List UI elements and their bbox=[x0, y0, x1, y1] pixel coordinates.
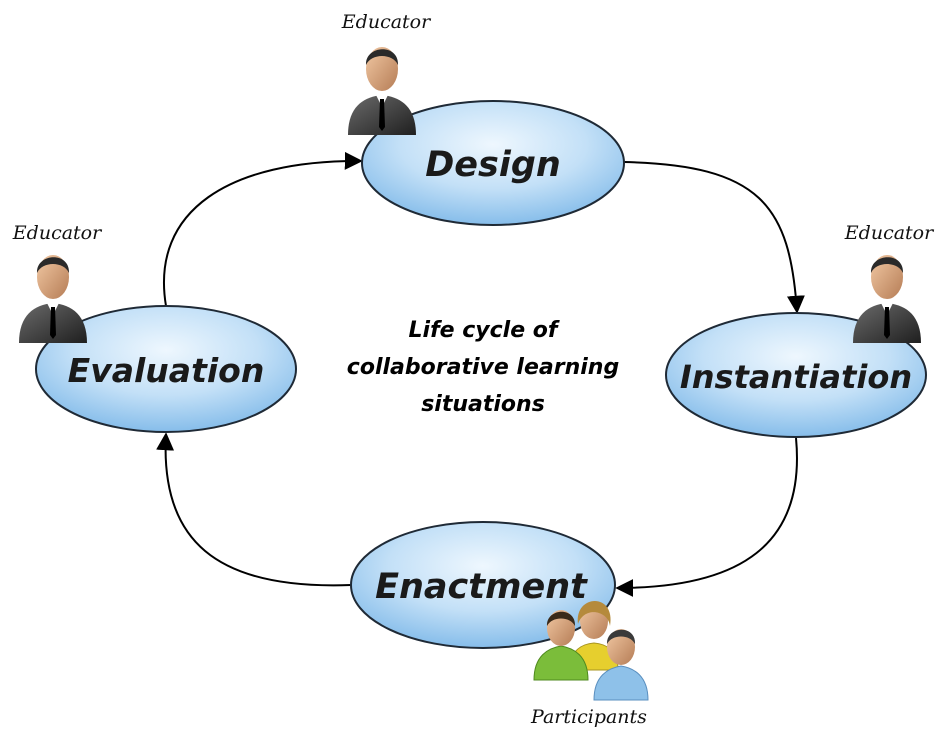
evaluation-role-label: Educator bbox=[12, 222, 103, 244]
evaluation-label: Evaluation bbox=[68, 351, 265, 390]
instantiation-role-label: Educator bbox=[844, 222, 935, 244]
center-title-line1: Life cycle of bbox=[409, 318, 560, 343]
arrow-evaluation-to-design bbox=[163, 151, 363, 307]
arrow-enactment-to-evaluation bbox=[156, 432, 352, 587]
enactment-role-label: Participants bbox=[530, 706, 647, 728]
arrow-instantiation-to-enactment bbox=[615, 437, 798, 597]
educator-icon bbox=[853, 255, 921, 343]
stage-design: Design bbox=[361, 100, 625, 226]
center-title-line2: collaborative learning bbox=[347, 355, 619, 380]
stage-enactment: Enactment bbox=[350, 521, 616, 649]
enactment-label: Enactment bbox=[375, 567, 588, 607]
design-role-label: Educator bbox=[341, 11, 432, 33]
educator-icon bbox=[348, 47, 416, 135]
arrow-design-to-instantiation bbox=[623, 161, 805, 314]
instantiation-ellipse bbox=[665, 312, 927, 438]
cycle-arrows bbox=[156, 151, 805, 597]
design-ellipse bbox=[361, 100, 625, 226]
center-title-line3: situations bbox=[421, 392, 545, 417]
participants-icon bbox=[533, 601, 649, 701]
instantiation-label: Instantiation bbox=[680, 358, 912, 396]
center-title: Life cycle of collaborative learning sit… bbox=[347, 318, 619, 417]
evaluation-ellipse bbox=[35, 305, 297, 433]
enactment-ellipse bbox=[350, 521, 616, 649]
design-label: Design bbox=[425, 145, 561, 185]
stage-evaluation: Evaluation bbox=[35, 305, 297, 433]
educator-icon bbox=[19, 255, 87, 343]
stage-instantiation: Instantiation bbox=[665, 312, 927, 438]
